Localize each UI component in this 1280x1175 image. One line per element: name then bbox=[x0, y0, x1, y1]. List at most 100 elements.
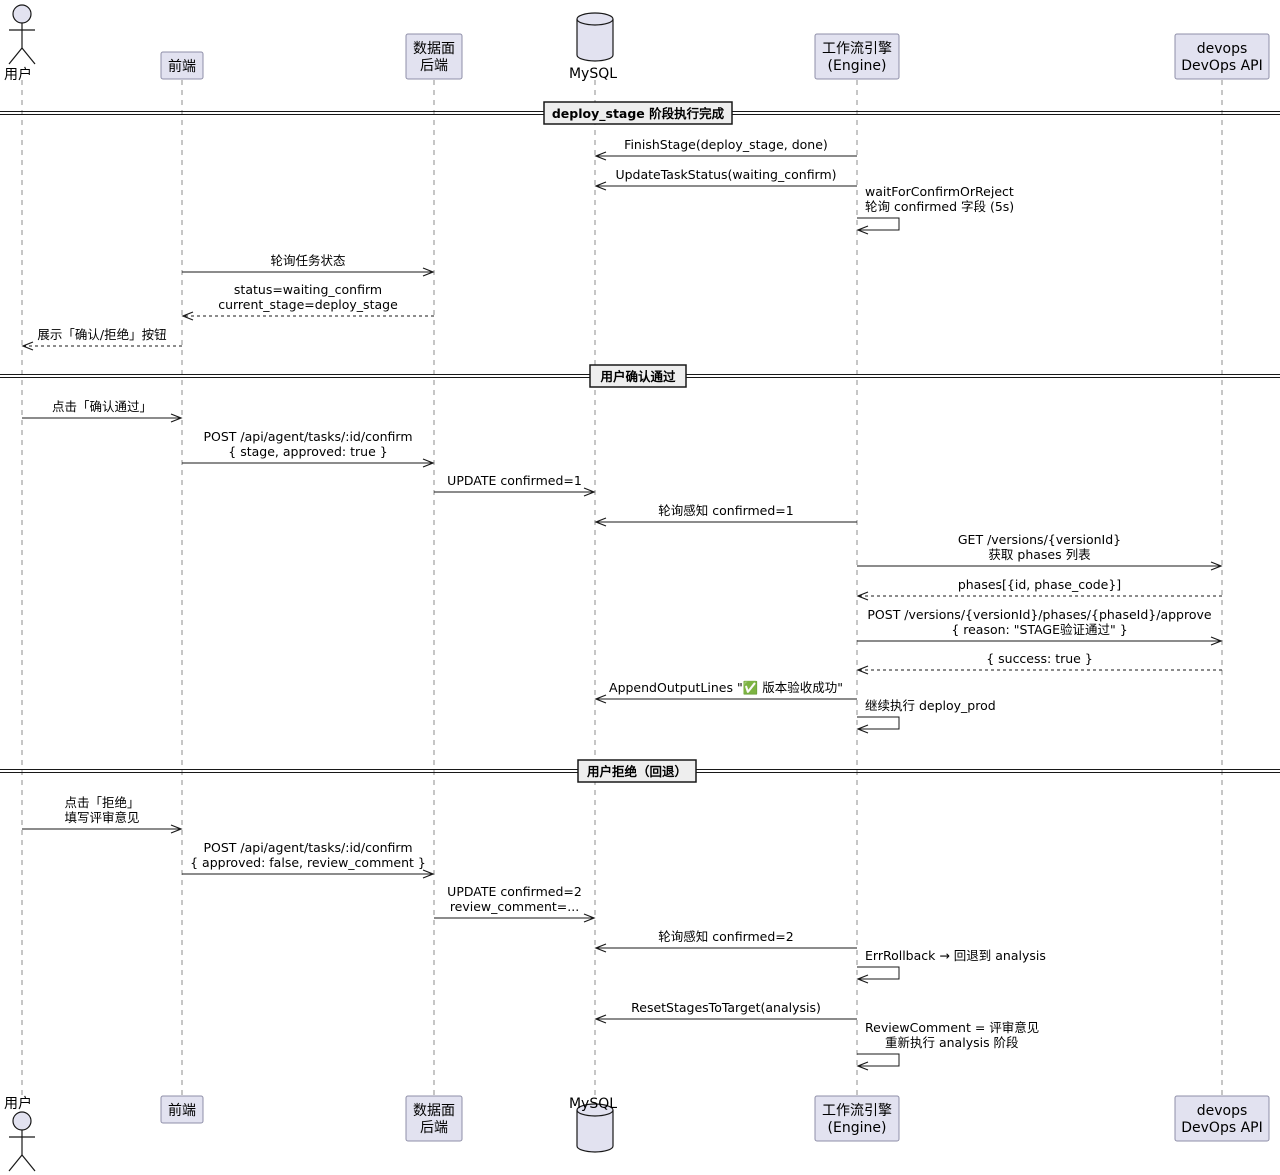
message-label: 轮询任务状态 bbox=[270, 253, 345, 268]
arrow-head bbox=[856, 665, 869, 675]
message-label: status=waiting_confirm bbox=[234, 282, 382, 297]
participant-label: (Engine) bbox=[828, 1120, 887, 1136]
participant-box bbox=[160, 51, 204, 80]
message-label: 轮询感知 confirmed=2 bbox=[658, 929, 793, 944]
section-label: 用户确认通过 bbox=[599, 369, 676, 384]
message-label: { approved: false, review_comment } bbox=[190, 855, 426, 870]
message: FinishStage(deploy_stage, done) bbox=[594, 137, 857, 161]
participant-box bbox=[814, 1095, 900, 1142]
participant-label: 前端 bbox=[168, 1102, 196, 1119]
participant-label: 数据面 bbox=[413, 41, 455, 57]
participant-label: 工作流引擎 bbox=[822, 1103, 892, 1119]
participant-bottom-fe: 前端 bbox=[160, 1095, 204, 1124]
message: UPDATE confirmed=1 bbox=[434, 473, 596, 497]
section-divider: 用户确认通过 bbox=[0, 364, 1280, 388]
message: 展示「确认/拒绝」按钮 bbox=[21, 327, 182, 351]
arrow-head bbox=[594, 943, 607, 953]
arrow-head bbox=[594, 694, 607, 704]
section-label: 用户拒绝（回退） bbox=[586, 764, 687, 779]
message-label: { reason: "STAGE验证通过" } bbox=[951, 622, 1127, 637]
message-label: 填写评审意见 bbox=[64, 810, 139, 825]
message-label: AppendOutputLines "✅ 版本验收成功" bbox=[609, 680, 843, 695]
message: 轮询感知 confirmed=1 bbox=[594, 503, 857, 527]
participant-box bbox=[814, 33, 900, 80]
message: AppendOutputLines "✅ 版本验收成功" bbox=[594, 680, 857, 704]
message-line bbox=[857, 966, 900, 980]
message: 轮询任务状态 bbox=[182, 253, 435, 277]
message-line bbox=[857, 217, 900, 231]
message: UpdateTaskStatus(waiting_confirm) bbox=[594, 167, 857, 191]
section-divider: deploy_stage 阶段执行完成 bbox=[0, 101, 1280, 125]
message-label: GET /versions/{versionId} bbox=[958, 532, 1121, 547]
arrow-head bbox=[594, 151, 607, 161]
arrow-head bbox=[594, 181, 607, 191]
section-label: deploy_stage 阶段执行完成 bbox=[552, 106, 725, 122]
participant-top-engine: 工作流引擎(Engine) bbox=[814, 33, 900, 80]
participant-top-fe: 前端 bbox=[160, 51, 204, 80]
arrow-head bbox=[422, 869, 435, 879]
message-label: UPDATE confirmed=2 bbox=[447, 884, 582, 899]
arrow-head bbox=[21, 341, 34, 351]
message-label: review_comment=... bbox=[450, 899, 579, 914]
message: POST /api/agent/tasks/:id/confirm{ appro… bbox=[182, 840, 435, 879]
participant-label: DevOps API bbox=[1181, 58, 1262, 74]
participant-top-mysql: MySQL bbox=[569, 12, 617, 82]
participant-label: DevOps API bbox=[1181, 1120, 1262, 1136]
messages: FinishStage(deploy_stage, done) UpdateTas… bbox=[21, 137, 1223, 1071]
message-label: ErrRollback → 回退到 analysis bbox=[865, 948, 1046, 963]
message-label: FinishStage(deploy_stage, done) bbox=[624, 137, 828, 152]
arrow-head bbox=[856, 225, 869, 235]
arrow-head bbox=[856, 591, 869, 601]
participant-box bbox=[405, 1095, 463, 1142]
participant-box bbox=[160, 1095, 204, 1124]
message: 点击「确认通过」 bbox=[22, 399, 183, 423]
participant-label: 工作流引擎 bbox=[822, 41, 892, 57]
message-label: 轮询 confirmed 字段 (5s) bbox=[865, 199, 1014, 214]
arrow-head bbox=[1210, 561, 1223, 571]
message-label: waitForConfirmOrReject bbox=[865, 184, 1014, 199]
arrow-head bbox=[422, 458, 435, 468]
participant-bottom-user: 用户 bbox=[4, 1095, 36, 1172]
actor-icon bbox=[8, 4, 36, 65]
arrow-head bbox=[1210, 636, 1223, 646]
arrow-head bbox=[594, 517, 607, 527]
participant-label: 后端 bbox=[420, 58, 448, 74]
participant-label: 前端 bbox=[168, 58, 196, 75]
participant-label: 用户 bbox=[4, 66, 32, 83]
database-icon bbox=[576, 12, 614, 62]
participant-box bbox=[405, 33, 463, 80]
arrow-head bbox=[422, 267, 435, 277]
message: phases[{id, phase_code}] bbox=[856, 577, 1222, 601]
database-icon bbox=[576, 1103, 614, 1153]
arrow-head bbox=[856, 724, 869, 734]
message: ResetStagesToTarget(analysis) bbox=[594, 1000, 857, 1024]
message-label: UpdateTaskStatus(waiting_confirm) bbox=[615, 167, 836, 182]
message-label: 获取 phases 列表 bbox=[988, 547, 1091, 562]
message-label: 继续执行 deploy_prod bbox=[865, 698, 996, 713]
message: 轮询感知 confirmed=2 bbox=[594, 929, 857, 953]
message-label: { stage, approved: true } bbox=[228, 444, 387, 459]
message-line bbox=[857, 1053, 900, 1067]
participant-bottom-mysql: MySQL bbox=[569, 1096, 617, 1153]
section-box bbox=[543, 101, 733, 125]
participant-label: devops bbox=[1197, 41, 1248, 57]
participant-label: devops bbox=[1197, 1103, 1248, 1119]
participant-label: (Engine) bbox=[828, 58, 887, 74]
message-label: ResetStagesToTarget(analysis) bbox=[631, 1000, 821, 1015]
self-message: 继续执行 deploy_prod bbox=[856, 698, 996, 734]
message-label: 点击「拒绝」 bbox=[64, 795, 139, 810]
arrow-head bbox=[594, 1014, 607, 1024]
section-divider: 用户拒绝（回退） bbox=[0, 759, 1280, 783]
arrow-head bbox=[181, 311, 194, 321]
arrow-head bbox=[856, 1061, 869, 1071]
arrow-head bbox=[856, 974, 869, 984]
message: POST /versions/{versionId}/phases/{phase… bbox=[857, 607, 1223, 646]
message-label: POST /api/agent/tasks/:id/confirm bbox=[203, 840, 412, 855]
message-label: { success: true } bbox=[986, 651, 1093, 666]
participant-box bbox=[1174, 1095, 1270, 1142]
message-label: ReviewComment = 评审意见 bbox=[865, 1020, 1039, 1035]
